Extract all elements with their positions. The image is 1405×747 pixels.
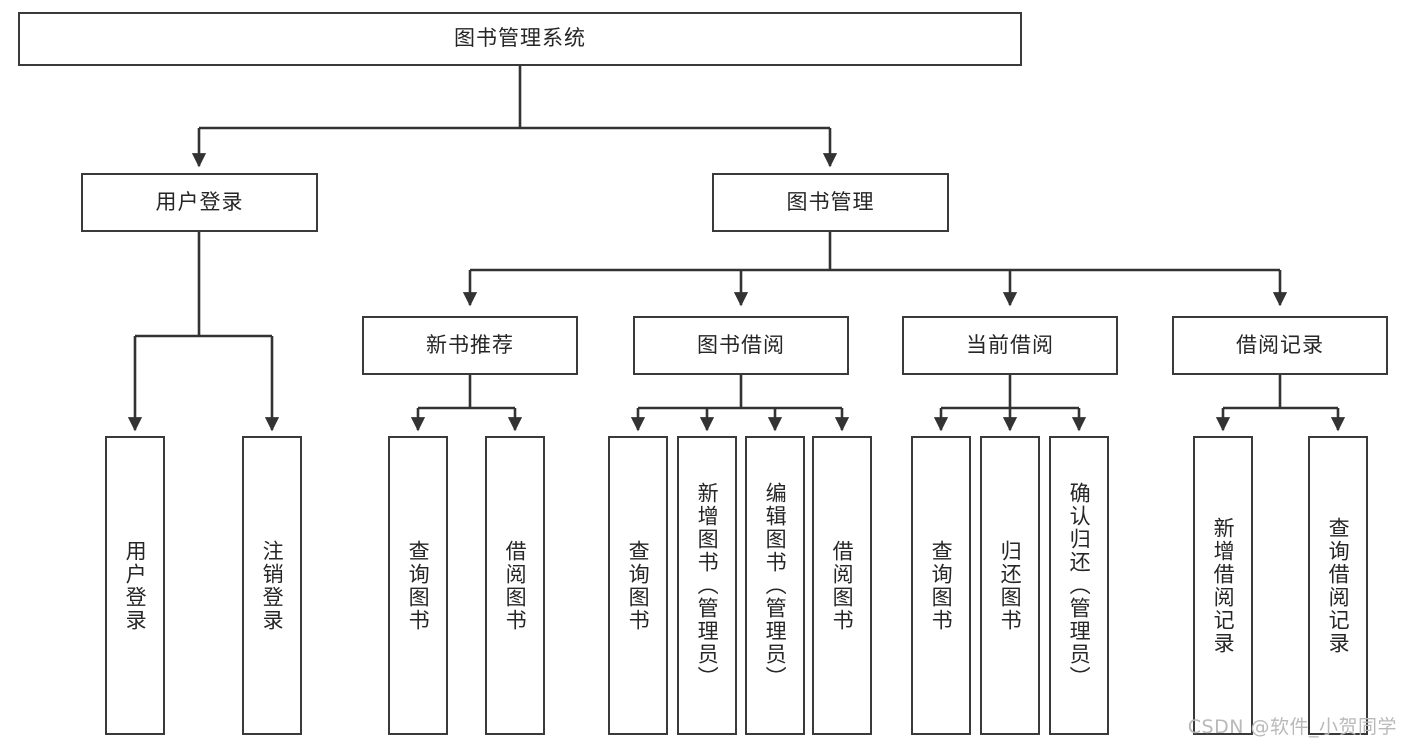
node-user-login[interactable]: 用户登录 xyxy=(81,173,318,232)
node-label: 注销登录 xyxy=(260,539,285,632)
node-label: 查询图书 xyxy=(929,539,954,632)
leaf-user-login-logout[interactable]: 注销登录 xyxy=(242,436,302,735)
node-current-borrow[interactable]: 当前借阅 xyxy=(902,316,1118,375)
watermark-text: CSDN @软件_小贺同学 xyxy=(1187,716,1397,738)
leaf-book-borrow-query-book[interactable]: 查询图书 xyxy=(608,436,668,735)
node-label: 当前借阅 xyxy=(966,332,1054,357)
node-label: 用户登录 xyxy=(155,189,244,214)
leaf-borrow-record-add-record[interactable]: 新增借阅记录 xyxy=(1193,436,1253,735)
leaf-book-borrow-edit-book-admin[interactable]: 编辑图书（管理员） xyxy=(745,436,805,735)
leaf-user-login-login[interactable]: 用户登录 xyxy=(105,436,165,735)
leaf-book-borrow-borrow-book[interactable]: 借阅图书 xyxy=(812,436,872,735)
node-label: 借阅图书 xyxy=(830,539,855,632)
node-book-management[interactable]: 图书管理 xyxy=(712,173,949,232)
node-label: 新书推荐 xyxy=(426,332,514,357)
node-label: 确认归还（管理员） xyxy=(1067,482,1092,689)
leaf-book-borrow-add-book-admin[interactable]: 新增图书（管理员） xyxy=(677,436,737,735)
node-book-borrow[interactable]: 图书借阅 xyxy=(633,316,849,375)
node-borrow-record[interactable]: 借阅记录 xyxy=(1172,316,1388,375)
node-label: 查询图书 xyxy=(406,539,431,632)
node-label: 查询图书 xyxy=(626,539,651,632)
leaf-current-borrow-confirm-return-admin[interactable]: 确认归还（管理员） xyxy=(1049,436,1109,735)
node-label: 查询借阅记录 xyxy=(1326,516,1351,655)
leaf-current-borrow-return-book[interactable]: 归还图书 xyxy=(980,436,1040,735)
node-label: 新增图书（管理员） xyxy=(695,482,720,689)
node-label: 编辑图书（管理员） xyxy=(763,482,788,689)
node-label: 图书管理系统 xyxy=(454,26,586,51)
leaf-borrow-record-query-record[interactable]: 查询借阅记录 xyxy=(1308,436,1368,735)
node-root-book-management-system[interactable]: 图书管理系统 xyxy=(18,12,1022,66)
leaf-new-book-query-book[interactable]: 查询图书 xyxy=(388,436,448,735)
node-label: 用户登录 xyxy=(123,539,148,632)
node-new-book-recommend[interactable]: 新书推荐 xyxy=(362,316,578,375)
node-label: 图书管理 xyxy=(786,189,875,214)
node-label: 图书借阅 xyxy=(697,332,785,357)
leaf-current-borrow-query-book[interactable]: 查询图书 xyxy=(911,436,971,735)
node-label: 新增借阅记录 xyxy=(1211,516,1236,655)
leaf-new-book-borrow-book[interactable]: 借阅图书 xyxy=(485,436,545,735)
node-label: 借阅记录 xyxy=(1236,332,1324,357)
node-label: 借阅图书 xyxy=(503,539,528,632)
node-label: 归还图书 xyxy=(998,539,1023,632)
